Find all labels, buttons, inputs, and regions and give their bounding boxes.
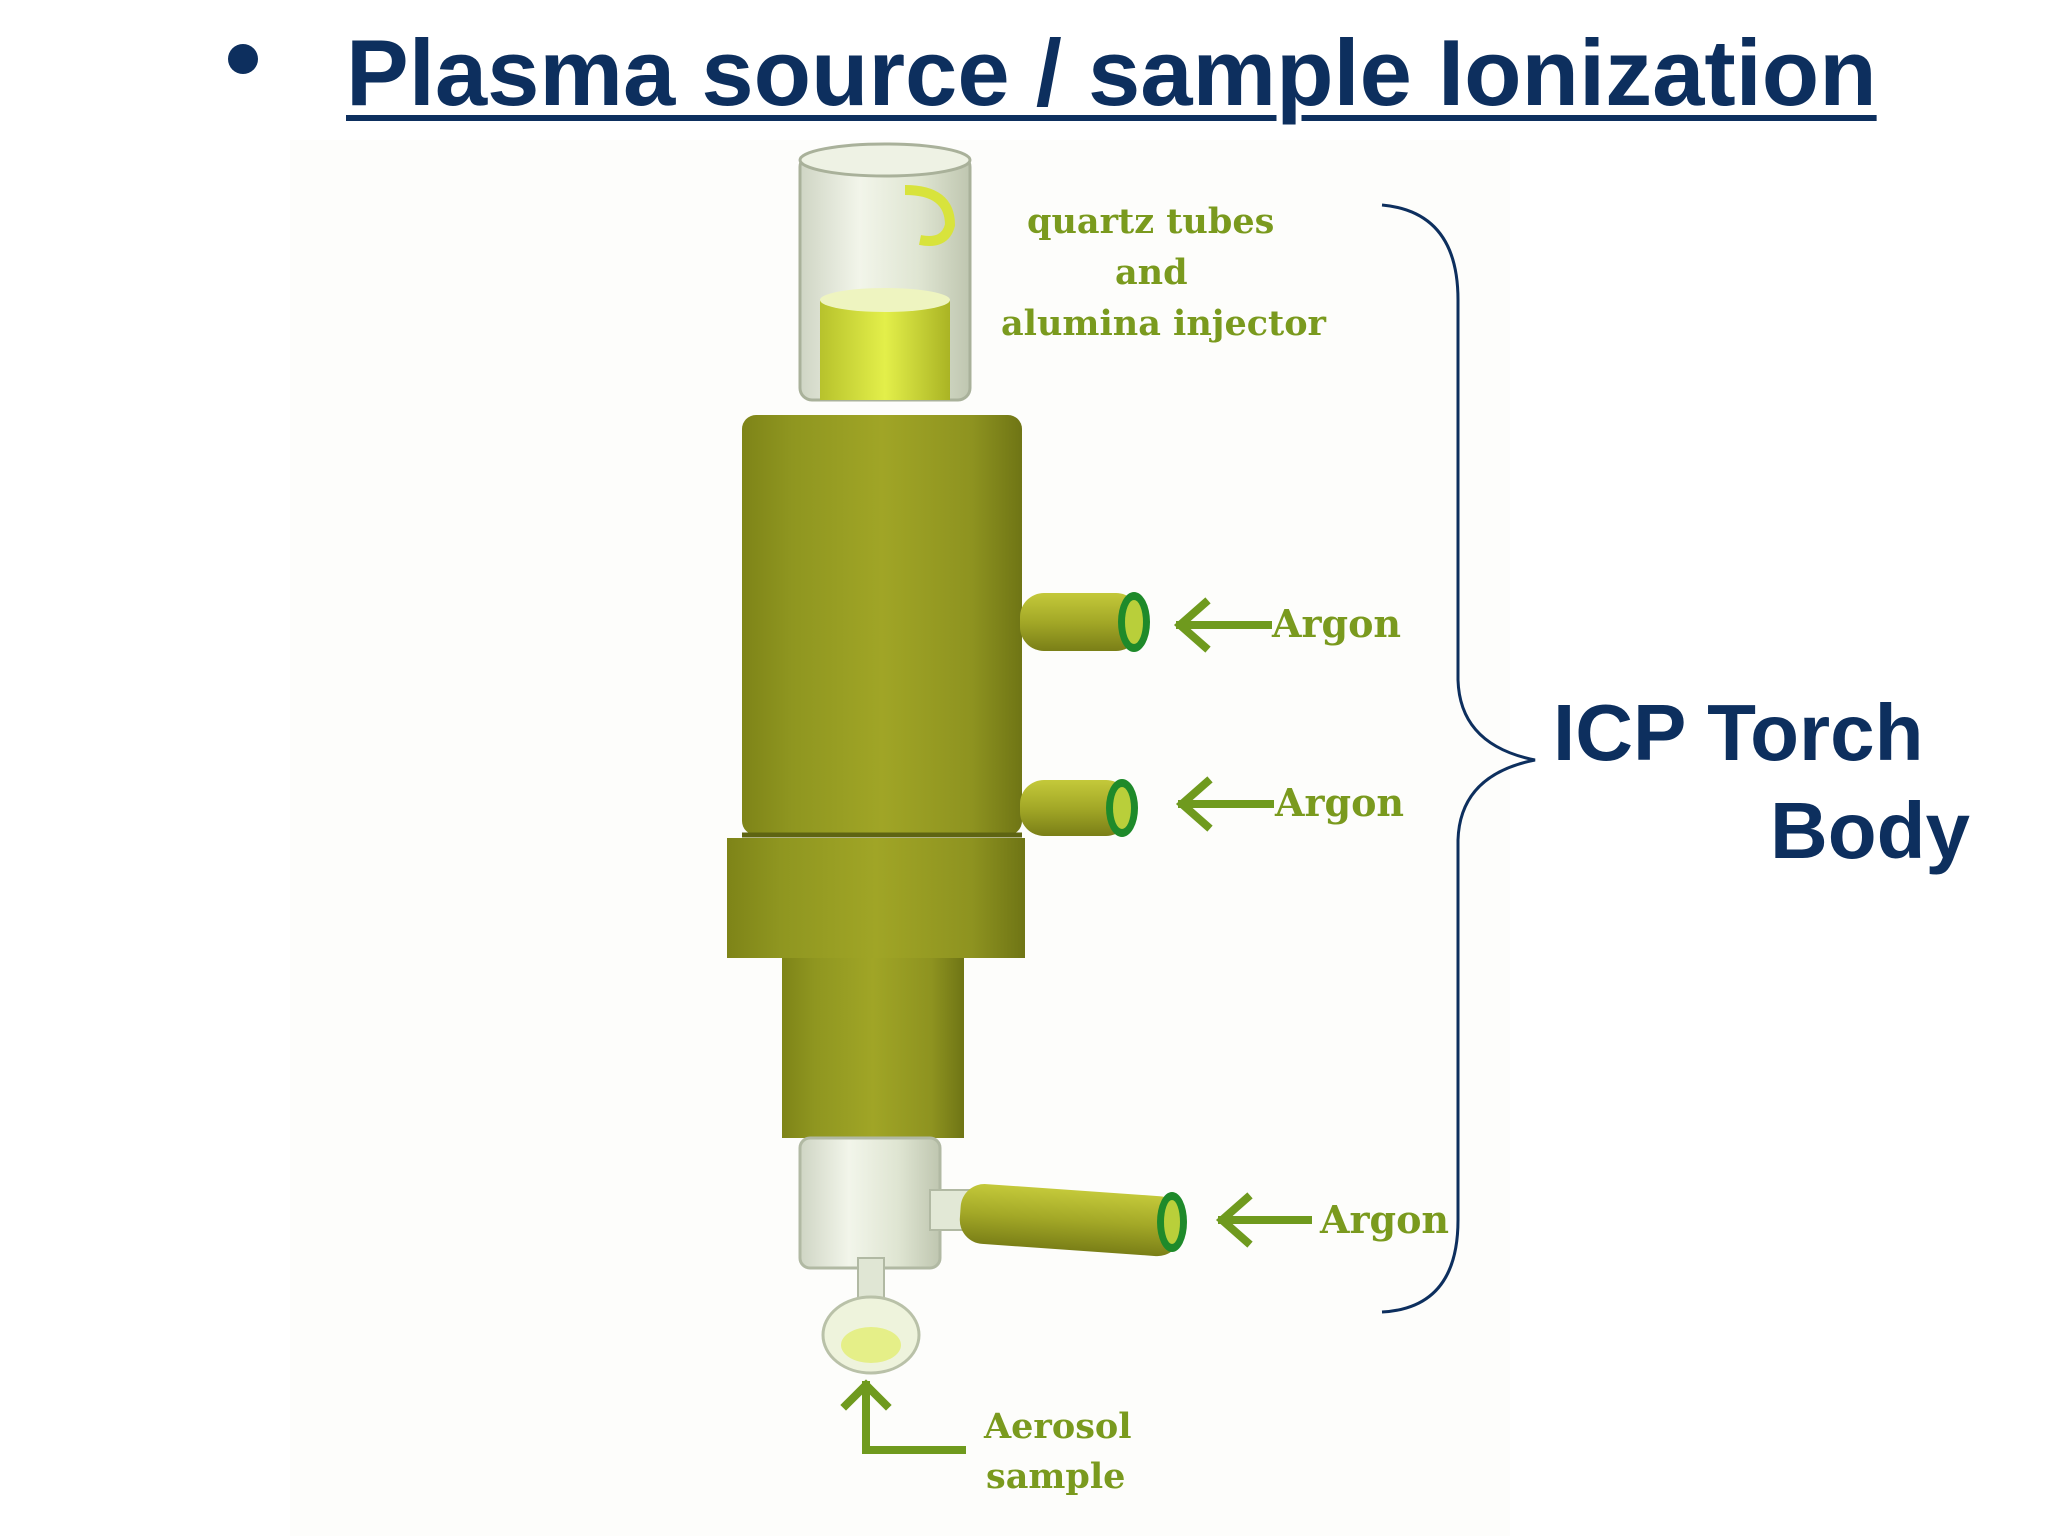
aerosol-label-line2: sample [986,1456,1126,1497]
arrow-left-icon [1175,776,1274,832]
page-title: Plasma source / sample Ionization [346,20,1877,125]
argon-label-1: Argon [1272,601,1402,646]
torch-label-line1: ICP Torch [1553,688,1924,777]
arrow-up-icon [840,1379,966,1454]
argon-port-1 [1020,592,1150,652]
argon-label-2: Argon [1275,780,1405,825]
glass-injector-base [798,1136,981,1375]
torch-body-upper [742,415,1022,838]
torch-body-stem [782,958,964,1138]
quartz-label-line1: quartz tubes [1027,201,1275,242]
arrow-left-icon [1173,597,1272,653]
curly-brace-icon [1381,203,1536,1314]
argon-port-2 [1020,779,1138,837]
argon-label-3: Argon [1320,1197,1450,1242]
quartz-label-line3: alumina injector [1001,303,1326,344]
quartz-label-line2: and [1115,252,1188,293]
aerosol-label-line1: Aerosol [984,1406,1132,1447]
bullet-icon [228,44,258,74]
arrow-left-icon [1215,1192,1312,1248]
quartz-tube [798,142,972,402]
torch-label-line2: Body [1770,786,1970,875]
torch-body-flange [727,838,1025,958]
argon-port-3 [959,1184,1187,1257]
